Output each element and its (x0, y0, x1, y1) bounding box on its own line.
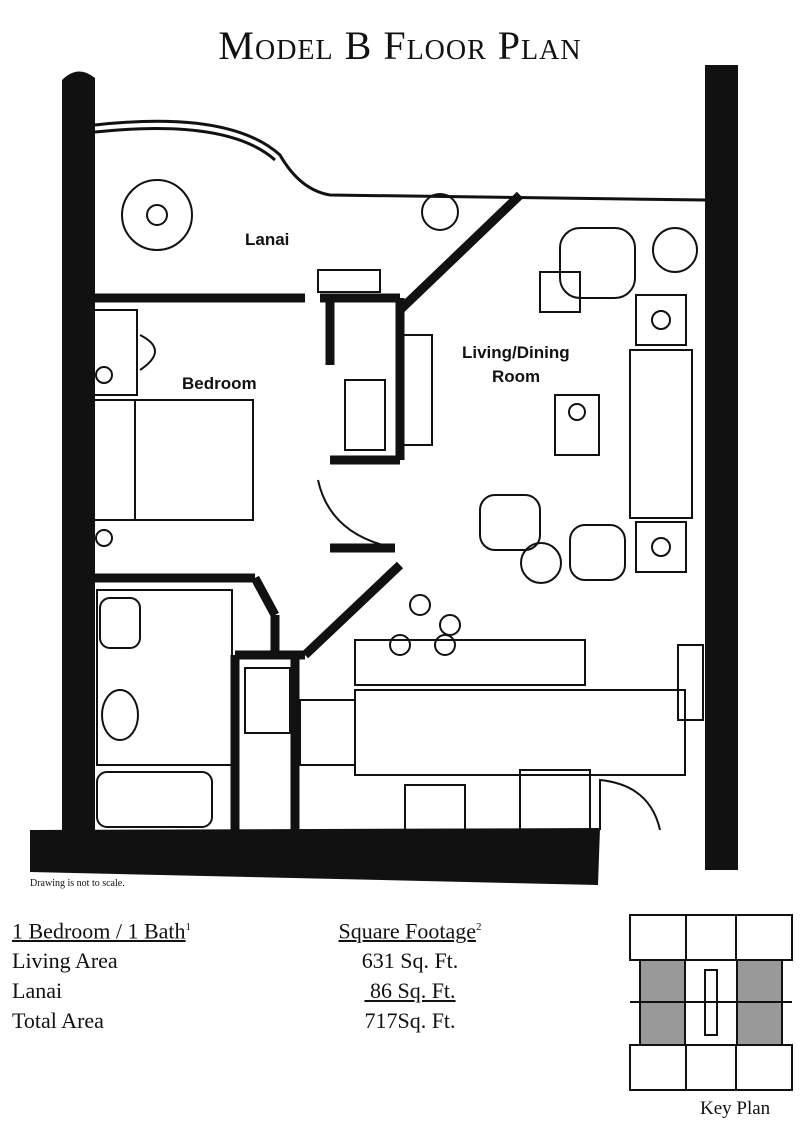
bathroom-floor (96, 589, 233, 766)
armchair (479, 494, 541, 551)
key-plan-diagram (629, 914, 793, 1091)
row-label: Living Area (12, 948, 118, 974)
scale-note: Drawing is not to scale. (30, 878, 125, 889)
toilet (101, 689, 139, 741)
square-footage-header: Square Footage (338, 918, 476, 944)
bath-sink (99, 597, 141, 649)
media-cabinet (401, 334, 433, 446)
kitchen-floor (354, 689, 686, 776)
value-living: 631 Sq. Ft. (361, 948, 459, 974)
exterior-walls (30, 65, 738, 885)
row-label: Total Area (12, 1008, 104, 1034)
kitchen-counter (354, 639, 586, 686)
left-wall (62, 71, 95, 835)
dresser (91, 309, 138, 396)
unit-type: 1 Bedroom / 1 Bath (12, 918, 186, 944)
plant-icon (421, 193, 459, 231)
lanai-rail (94, 119, 706, 202)
washer (244, 667, 291, 734)
coffee-table (554, 394, 600, 456)
lanai-table (121, 179, 193, 251)
floor-plan-drawing: Lanai Bedroom Living/Dining Room (30, 65, 738, 885)
room-label-bedroom: Bedroom (182, 374, 257, 393)
sofa (629, 349, 693, 519)
page-title: Model B Floor Plan (218, 23, 582, 68)
lamp-icon (95, 366, 113, 384)
ottoman (520, 542, 562, 584)
entry-door (599, 778, 661, 831)
bathtub (96, 771, 213, 828)
sink (404, 784, 466, 831)
bottom-wall (30, 828, 600, 885)
closet-shelves (344, 379, 386, 451)
furniture (89, 179, 704, 831)
row-label: Lanai (12, 978, 63, 1004)
value-total: 717Sq. Ft. (364, 1008, 456, 1034)
key-plan-label: Key Plan (700, 1098, 771, 1119)
square-footage: Square Footage2 631 Sq. Ft. 86 Sq. Ft. 7… (320, 912, 500, 1036)
armchair (569, 524, 626, 581)
footnote-2: 2 (475, 921, 482, 933)
right-wall (705, 65, 738, 870)
footnote-1: 1 (185, 921, 192, 933)
room-label-living-1: Living/Dining (462, 343, 570, 362)
bed (134, 399, 254, 521)
room-label-living-2: Room (492, 367, 540, 386)
unit-summary: 1 Bedroom / 1 Bath1 Living Area Lanai To… (12, 912, 191, 1036)
room-label-lanai: Lanai (245, 230, 289, 249)
value-lanai: 86 Sq. Ft. (364, 978, 456, 1004)
bedroom-door (317, 479, 396, 549)
lanai-chair (559, 227, 636, 299)
stove (299, 699, 356, 766)
interior-walls (85, 191, 524, 830)
fridge (677, 644, 704, 721)
plant-icon (652, 227, 698, 273)
